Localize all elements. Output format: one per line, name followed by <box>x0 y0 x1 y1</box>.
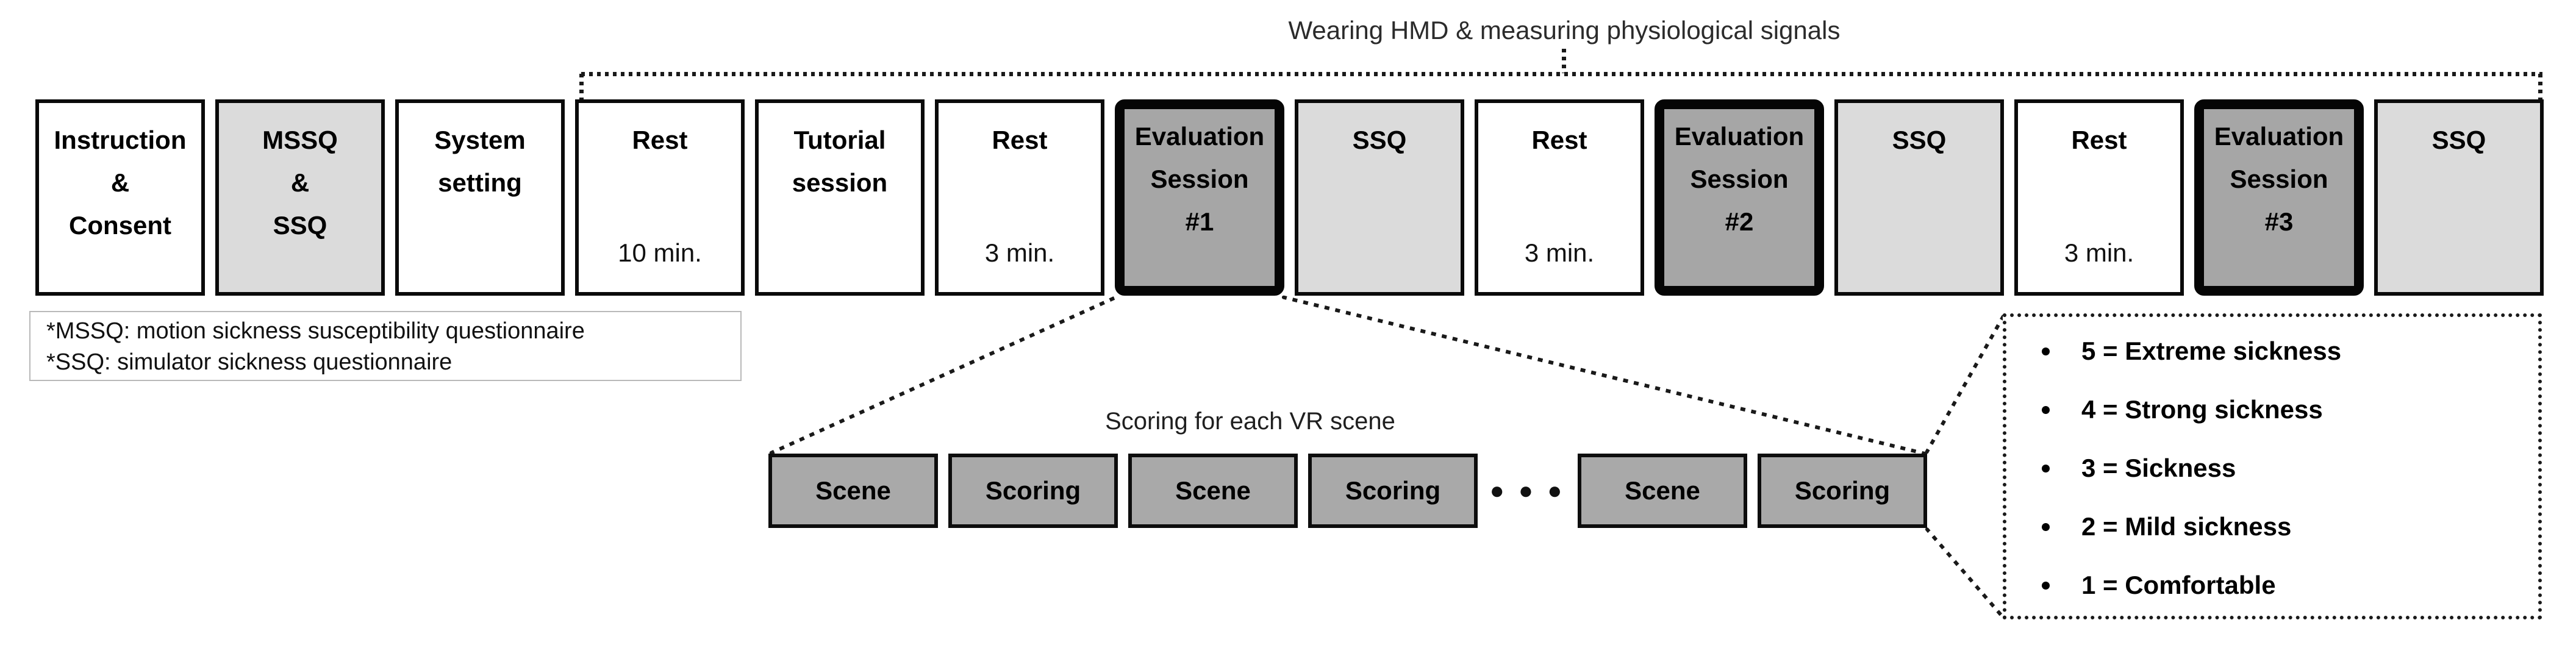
timeline-box-label: Rest <box>632 126 688 154</box>
bracket-right-tick <box>2538 74 2542 101</box>
scene-caption: Scoring for each VR scene <box>1105 408 1395 435</box>
timeline-box-label: Instruction & Consent <box>54 126 187 240</box>
timeline-box-duration: 10 min. <box>618 238 702 267</box>
connector-scene-to-legend-bottom <box>1924 527 2006 620</box>
timeline-box-system-setting: System setting <box>395 99 565 296</box>
legend-item-3: 3 = Sickness <box>2042 439 2538 497</box>
timeline-box-label: Rest <box>992 126 1048 154</box>
timeline-box-label: Rest <box>1531 126 1587 154</box>
timeline-box-rest-1: Rest 10 min. <box>575 99 745 296</box>
scene-box-scoring-2: Scoring <box>948 454 1118 528</box>
scene-box-scene-1: Scene <box>768 454 938 528</box>
legend-item-text: 3 = Sickness <box>2081 454 2236 482</box>
bullet-icon <box>2042 347 2050 355</box>
bullet-icon <box>2042 522 2050 531</box>
timeline-box-label: SSQ <box>1892 126 1947 154</box>
bracket-title: Wearing HMD & measuring physiological si… <box>1288 16 1841 45</box>
legend-item-4: 4 = Strong sickness <box>2042 380 2538 439</box>
footnote-line-1: *MSSQ: motion sickness susceptibility qu… <box>46 318 585 344</box>
bracket-center-connector <box>1562 49 1566 73</box>
legend-item-5: 5 = Extreme sickness <box>2042 322 2538 380</box>
timeline-box-rest-3: Rest 3 min. <box>1475 99 1644 296</box>
timeline-box-rest-2: Rest 3 min. <box>935 99 1104 296</box>
legend-item-text: 5 = Extreme sickness <box>2081 337 2342 365</box>
timeline-box-duration: 3 min. <box>1524 238 1595 267</box>
legend-item-text: 2 = Mild sickness <box>2081 512 2292 541</box>
legend-item-1: 1 = Comfortable <box>2042 556 2538 615</box>
bullet-icon <box>2042 464 2050 472</box>
timeline-box-rest-4: Rest 3 min. <box>2014 99 2184 296</box>
timeline-box-evaluation-session-3: Evaluation Session #3 <box>2194 99 2364 296</box>
legend-item-text: 1 = Comfortable <box>2081 571 2276 599</box>
legend-list: 5 = Extreme sickness 4 = Strong sickness 3… <box>2003 313 2542 619</box>
legend-item-2: 2 = Mild sickness <box>2042 497 2538 556</box>
timeline-box-label: Evaluation Session #1 <box>1134 122 1265 236</box>
scene-box-scoring-4: Scoring <box>1308 454 1478 528</box>
timeline-box-duration: 3 min. <box>984 238 1055 267</box>
timeline-row: Instruction & Consent MSSQ & SSQ System se… <box>35 99 2544 296</box>
timeline-box-tutorial-session: Tutorial session <box>755 99 925 296</box>
timeline-box-label: System setting <box>434 126 526 197</box>
ellipsis-dots-icon: ● ● ● <box>1489 477 1566 504</box>
bracket-line <box>581 72 2542 76</box>
timeline-box-mssq-ssq: MSSQ & SSQ <box>215 99 385 296</box>
footnote-line-2: *SSQ: simulator sickness questionnaire <box>46 349 453 375</box>
scene-box-scoring-7: Scoring <box>1758 454 1927 528</box>
timeline-box-label: MSSQ & SSQ <box>262 126 338 240</box>
timeline-box-ssq-2: SSQ <box>1834 99 2004 296</box>
timeline-box-evaluation-session-1: Evaluation Session #1 <box>1115 99 1284 296</box>
timeline-box-label: Tutorial session <box>792 126 888 197</box>
timeline-box-label: Evaluation Session #2 <box>1674 122 1805 236</box>
scene-box-scene-6: Scene <box>1578 454 1747 528</box>
bullet-icon <box>2042 405 2050 414</box>
timeline-box-label: Rest <box>2071 126 2127 154</box>
scene-box-scene-3: Scene <box>1128 454 1298 528</box>
timeline-box-instruction-consent: Instruction & Consent <box>35 99 205 296</box>
bullet-icon <box>2042 581 2050 590</box>
timeline-box-ssq-1: SSQ <box>1295 99 1464 296</box>
timeline-box-label: SSQ <box>1352 126 1407 154</box>
timeline-box-ssq-3: SSQ <box>2374 99 2544 296</box>
timeline-box-duration: 3 min. <box>2064 238 2134 267</box>
timeline-box-label: SSQ <box>2431 126 2486 154</box>
timeline-box-evaluation-session-2: Evaluation Session #2 <box>1655 99 1824 296</box>
timeline-box-label: Evaluation Session #3 <box>2214 122 2344 236</box>
connector-scene-to-legend-top <box>1924 314 2006 455</box>
footnote-box: *MSSQ: motion sickness susceptibility qu… <box>29 311 742 381</box>
bracket-left-tick <box>579 74 584 101</box>
legend-item-text: 4 = Strong sickness <box>2081 395 2323 424</box>
